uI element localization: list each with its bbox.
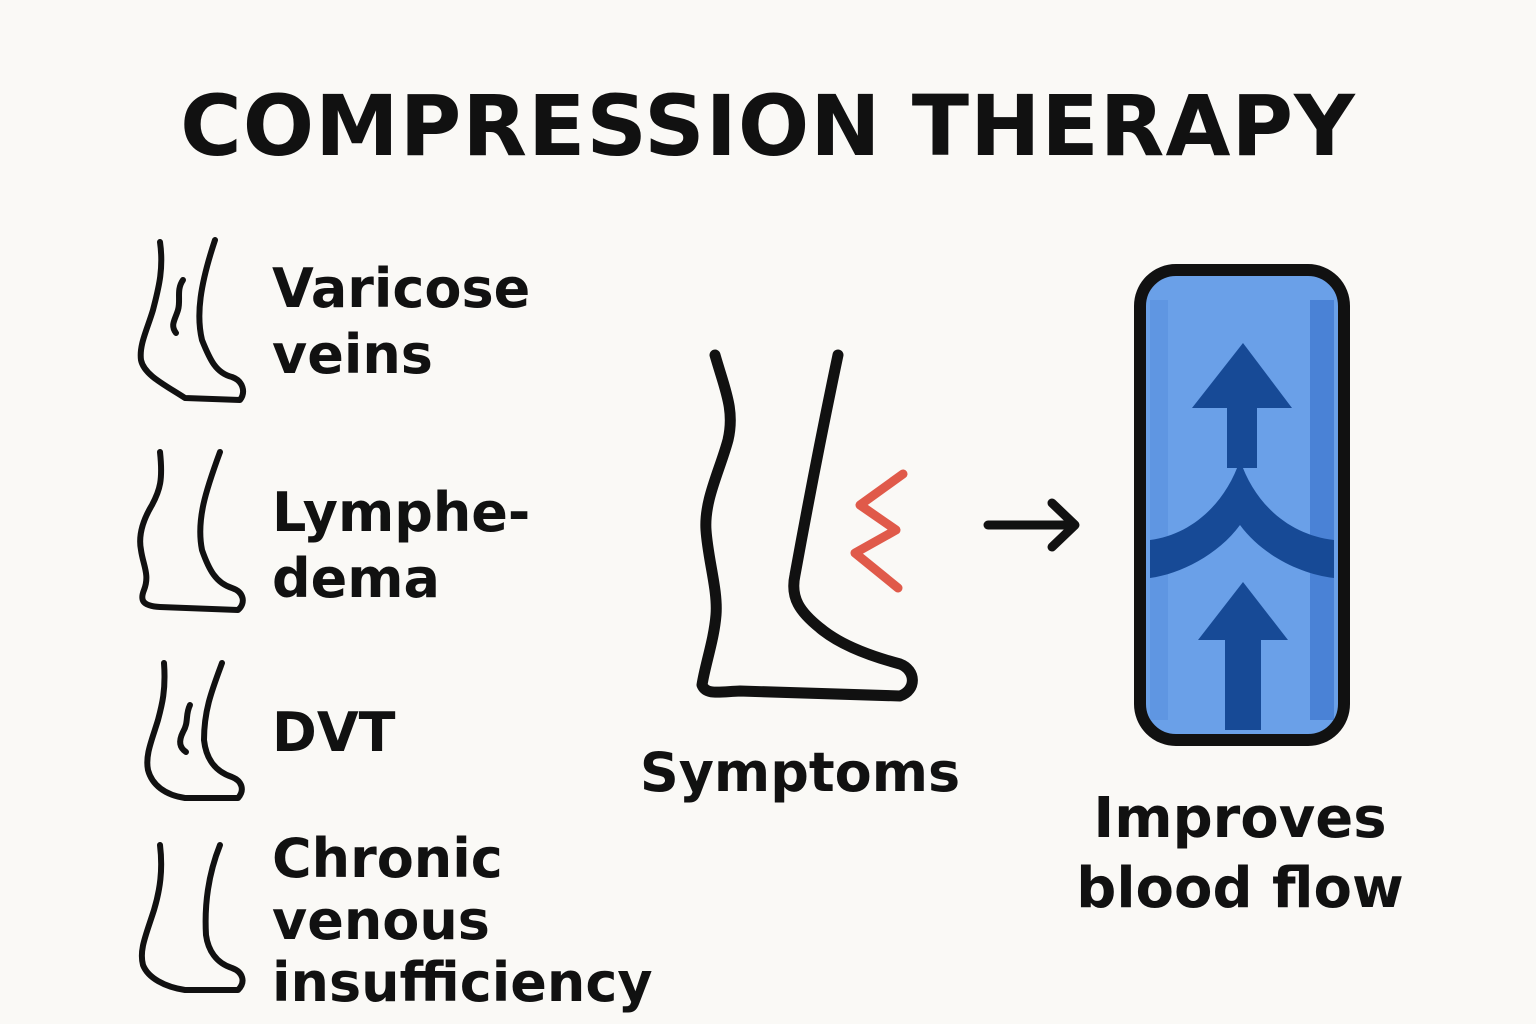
condition-label-line: insufficiency [272,951,653,1014]
condition-label-line: veins [272,323,433,386]
leg-varicose-veins-icon [137,237,247,403]
condition-label-line: DVT [272,701,396,764]
leg-pain-icon [696,349,918,702]
result-label: Improves blood flow [1040,784,1440,924]
leg-chronic-venous-insufficiency-icon [138,842,246,993]
condition-label-lymphedema: Lymphe- dema [272,480,530,612]
condition-label-line: Varicose [272,257,531,320]
result-label-line: blood flow [1076,856,1404,921]
condition-label-dvt: DVT [272,700,395,766]
page-title: COMPRESSION THERAPY [180,77,1356,175]
symptoms-label: Symptoms [639,741,961,804]
leg-dvt-icon [144,660,245,801]
condition-label-chronic-venous-insufficiency: Chronic venous insufficiency [272,828,653,1014]
vein-blood-flow-icon [1134,264,1350,746]
condition-label-line: dema [272,547,440,610]
leg-lymphedema-icon [137,449,246,613]
condition-label-line: Chronic [272,827,503,890]
right-arrow-icon [983,498,1080,552]
condition-label-varicose-veins: Varicose veins [272,256,530,388]
condition-label-line: Lymphe- [272,481,531,544]
condition-label-line: venous [272,889,490,952]
result-label-line: Improves [1093,786,1387,851]
